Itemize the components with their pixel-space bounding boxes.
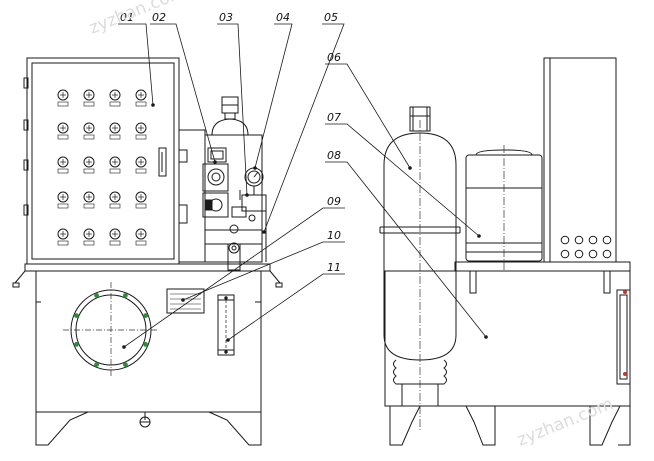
side-top-plate — [454, 261, 631, 272]
tank-legs-front — [35, 411, 262, 446]
indicator-lamp — [83, 228, 95, 246]
motor-side — [465, 145, 543, 270]
callout-01: 01 — [120, 11, 134, 24]
control-cabinet — [23, 57, 180, 265]
cover-bolt — [123, 293, 128, 298]
callout-labels: 01 02 03 04 05 06 07 08 09 10 11 — [120, 11, 341, 274]
indicator-lamp — [83, 122, 95, 140]
indicator-lamp — [83, 191, 95, 209]
callout-03: 03 — [219, 11, 233, 24]
callout-08: 08 — [327, 149, 341, 162]
indicator-lamp — [109, 228, 121, 246]
indicator-lamp — [109, 156, 121, 174]
callout-04: 04 — [276, 11, 290, 24]
indicator-lamp — [135, 122, 147, 140]
side-indicator-lamps — [560, 235, 612, 259]
indicator-lamp — [57, 89, 69, 107]
indicator-lamp — [83, 156, 95, 174]
cabinet-side — [543, 57, 617, 263]
cover-bolt — [94, 362, 99, 367]
watermark-2: zyzhan.com — [514, 394, 616, 451]
callout-10: 10 — [327, 229, 341, 242]
oil-level-gauge — [217, 294, 235, 356]
indicator-lamp — [135, 191, 147, 209]
side-lamp — [588, 249, 598, 259]
cover-bolt — [123, 362, 128, 367]
callout-09: 09 — [327, 195, 341, 208]
cover-bolt — [74, 342, 79, 347]
side-lamp — [560, 249, 570, 259]
indicator-lamp — [135, 156, 147, 174]
side-lamp — [574, 235, 584, 245]
indicator-lamp — [109, 122, 121, 140]
indicator-lamp — [57, 228, 69, 246]
drain-valve — [139, 412, 151, 428]
side-lamp — [560, 235, 570, 245]
indicator-lamp — [83, 89, 95, 107]
inspection-cover — [63, 282, 159, 378]
indicator-lamp — [57, 122, 69, 140]
side-lamp — [574, 249, 584, 259]
large-accumulator — [379, 106, 461, 430]
pump-valve-assembly — [178, 96, 267, 271]
callout-06: 06 — [327, 51, 341, 64]
indicator-lamp-grid — [57, 89, 147, 246]
indicator-lamp — [135, 228, 147, 246]
indicator-lamp — [57, 156, 69, 174]
indicator-lamp — [135, 89, 147, 107]
cover-bolt — [143, 313, 149, 318]
cover-bolt — [143, 342, 149, 347]
nameplate — [166, 288, 205, 314]
indicator-lamp — [57, 191, 69, 209]
side-lamp — [588, 235, 598, 245]
cover-bolt — [74, 313, 79, 318]
cover-bolts — [74, 293, 149, 367]
cabinet-handle — [158, 147, 167, 177]
watermark: zyzhan.com — [86, 0, 188, 39]
side-lamp — [602, 235, 612, 245]
side-view — [379, 57, 631, 446]
cover-bolt — [94, 293, 99, 298]
leader-lines — [118, 23, 488, 349]
side-access-door — [616, 289, 631, 385]
callout-05: 05 — [324, 11, 338, 24]
side-lamp — [602, 249, 612, 259]
callout-11: 11 — [327, 261, 341, 274]
callout-02: 02 — [152, 11, 166, 24]
callout-07: 07 — [327, 111, 341, 124]
oil-tank-side — [384, 270, 631, 407]
indicator-lamp — [109, 89, 121, 107]
front-view — [12, 57, 283, 446]
indicator-lamp — [109, 191, 121, 209]
